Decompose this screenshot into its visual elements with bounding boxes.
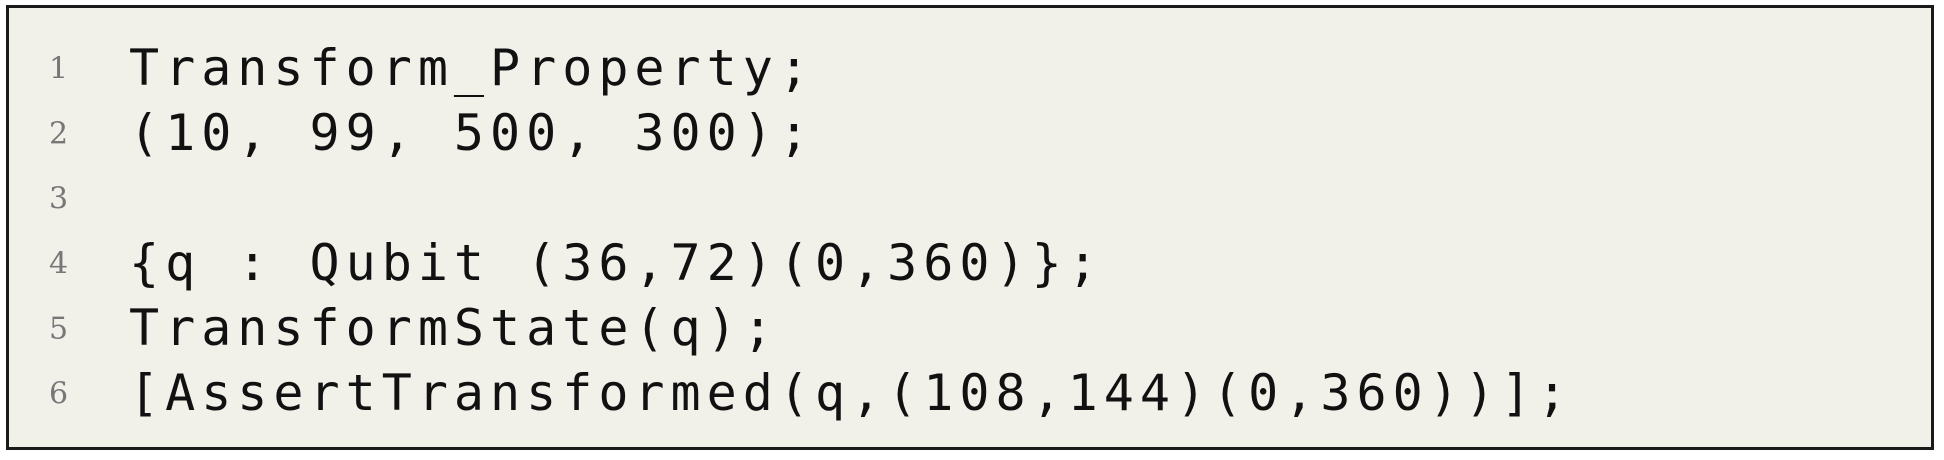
line-number: 4 [49, 246, 69, 281]
code-block: 1 Transform_Property; 2 (10, 99, 500, 30… [6, 5, 1934, 450]
code-lines: 1 Transform_Property; 2 (10, 99, 500, 30… [9, 36, 1931, 426]
code-line: 4 {q : Qubit (36,72)(0,360)}; [9, 231, 1931, 296]
line-number: 5 [49, 311, 69, 346]
code-line: 1 Transform_Property; [9, 36, 1931, 101]
code-line: 5 TransformState(q); [9, 296, 1931, 361]
code-line: 3 [9, 166, 1931, 231]
code-text: {q : Qubit (36,72)(0,360)}; [129, 233, 1104, 292]
line-number: 6 [49, 376, 69, 411]
code-text: TransformState(q); [129, 298, 779, 357]
code-text: Transform_Property; [129, 38, 815, 97]
code-text: (10, 99, 500, 300); [129, 103, 815, 162]
code-text: [AssertTransformed(q,(108,144)(0,360))]; [129, 363, 1574, 422]
line-number: 3 [49, 181, 69, 216]
code-line: 2 (10, 99, 500, 300); [9, 101, 1931, 166]
code-line: 6 [AssertTransformed(q,(108,144)(0,360))… [9, 361, 1931, 426]
line-number: 2 [49, 116, 69, 151]
line-number: 1 [49, 51, 69, 86]
